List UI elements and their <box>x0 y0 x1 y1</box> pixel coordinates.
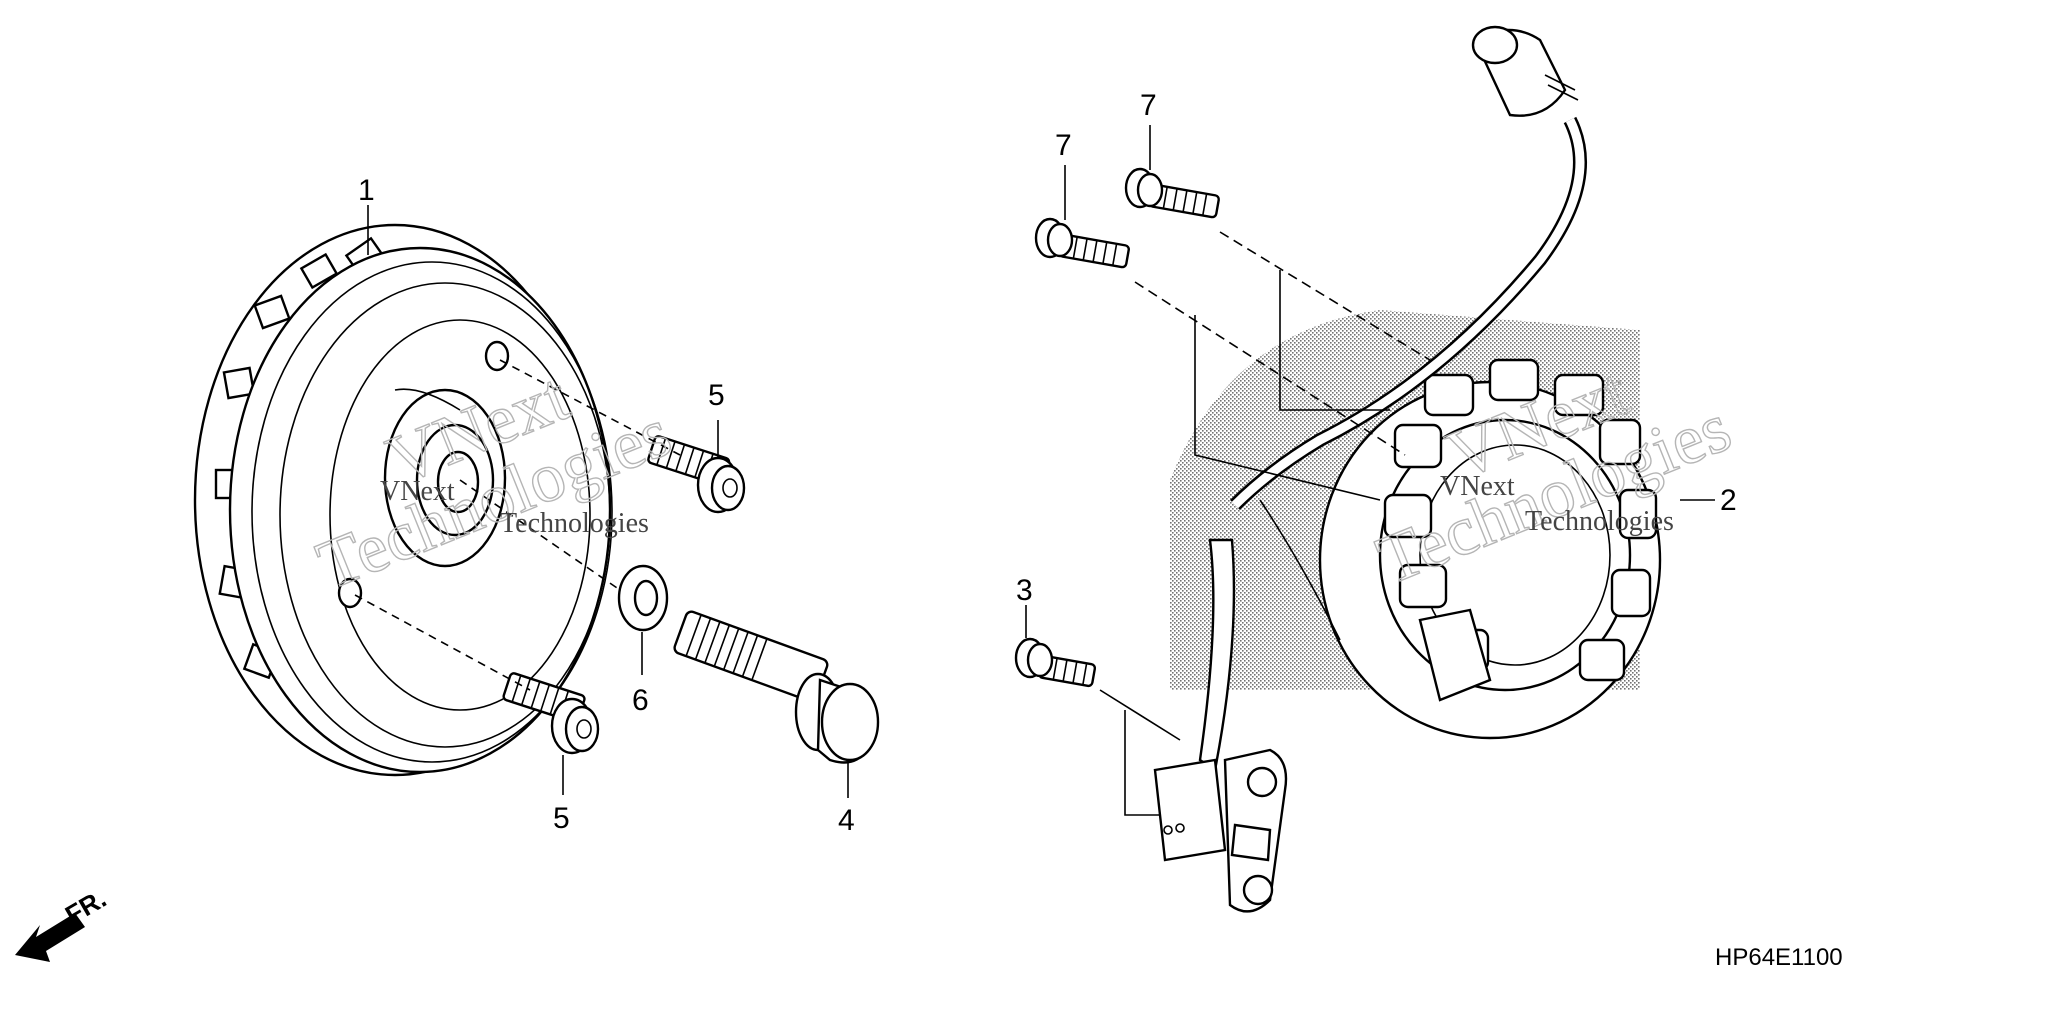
pulse-generator-bolt <box>1014 637 1097 688</box>
watermark-word-right-solid: Technologies <box>1525 506 1674 537</box>
flywheel-bolt-upper <box>647 435 746 514</box>
stator-bolt-upper <box>1124 167 1220 219</box>
callout-5-lower-bolt: 5 <box>553 802 570 835</box>
leader-lines <box>354 125 1715 816</box>
stator-connector <box>1471 25 1579 117</box>
callout-7-upper-stator-bolt: 7 <box>1140 89 1157 122</box>
washer <box>617 564 669 632</box>
watermark-brand-left-solid: VNext <box>380 476 455 507</box>
callout-5-upper-bolt: 5 <box>708 379 725 412</box>
flywheel-bolt-lower <box>502 672 600 755</box>
callout-7-lower-stator-bolt: 7 <box>1055 129 1072 162</box>
diagram-code: HP64E1100 <box>1715 944 1843 971</box>
callout-1-flywheel: 1 <box>358 174 375 207</box>
stator <box>1318 358 1662 740</box>
stator-wire-harness <box>1230 116 1587 641</box>
flywheel <box>193 223 613 777</box>
callout-2-stator: 2 <box>1720 484 1737 517</box>
pulse-generator <box>1153 538 1288 913</box>
stator-bolt-lower <box>1034 217 1130 269</box>
callout-6-washer: 6 <box>632 684 649 717</box>
callout-3-pulser-bolt: 3 <box>1016 574 1033 607</box>
front-direction-arrow: FR. <box>15 883 111 962</box>
watermark-word-left-solid: Technologies <box>500 508 649 539</box>
callout-4-flange-bolt: 4 <box>838 804 855 837</box>
watermark-brand-right-solid: VNext <box>1440 471 1515 502</box>
flywheel-flange-bolt <box>673 610 880 764</box>
